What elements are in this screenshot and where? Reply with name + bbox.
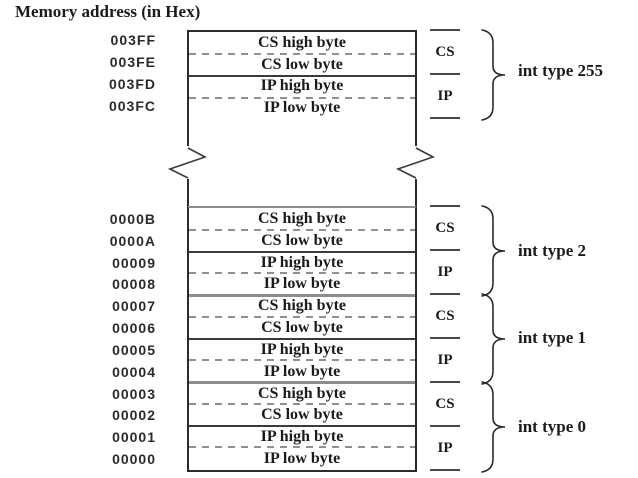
register-tick-line	[430, 117, 460, 119]
register-label: IP	[437, 88, 453, 104]
address-label: 003FD	[108, 76, 156, 92]
memory-cell: CS low byte	[261, 55, 343, 73]
int-type-label: int type 1	[518, 328, 586, 347]
address-label: 00007	[112, 298, 156, 314]
memory-cell: IP low byte	[263, 275, 341, 293]
memory-cell: IP low byte	[263, 450, 341, 468]
register-tick-line	[430, 29, 460, 31]
table-side-line	[187, 119, 189, 146]
address-label: 003FC	[108, 98, 156, 114]
int-type-label: int type 255	[518, 61, 603, 80]
register-label: IP	[437, 440, 453, 456]
register-tick-line	[430, 425, 460, 427]
byte-divider-dashed	[189, 97, 415, 99]
memory-cell: CS high byte	[257, 297, 347, 315]
address-label: 00000	[112, 451, 156, 467]
register-label: IP	[437, 264, 453, 280]
memory-cell: IP high byte	[260, 340, 344, 358]
int-type-label: int type 0	[518, 417, 586, 436]
word-divider-solid	[189, 75, 415, 77]
vector-table-top-section: CS high byte CS low byte IP high byte IP…	[187, 30, 417, 119]
address-label: 0000A	[109, 233, 156, 249]
brace-icon	[481, 293, 506, 385]
memory-cell: CS high byte	[257, 209, 347, 227]
break-zigzag-icon	[167, 147, 208, 179]
byte-divider-dashed	[189, 53, 415, 55]
register-label: CS	[435, 44, 455, 60]
register-tick-line	[430, 381, 460, 383]
vector-table-lower-section: CS high byte CS low byte IP high byte IP…	[187, 206, 417, 472]
address-label: 00005	[112, 342, 156, 358]
memory-cell: IP low byte	[263, 99, 341, 117]
register-label: IP	[437, 352, 453, 368]
byte-divider-dashed	[189, 272, 415, 274]
brace-icon	[481, 29, 506, 121]
memory-cell: IP high byte	[260, 428, 344, 446]
byte-divider-dashed	[189, 446, 415, 448]
address-label: 00004	[112, 364, 156, 380]
brace-icon	[481, 381, 506, 473]
register-tick-line	[430, 293, 460, 295]
brace-icon	[481, 205, 506, 297]
table-side-line	[187, 179, 189, 206]
table-side-line	[415, 179, 417, 206]
register-tick-line	[430, 337, 460, 339]
byte-divider-dashed	[189, 229, 415, 231]
register-label: CS	[435, 396, 455, 412]
memory-cell: CS high byte	[257, 33, 347, 51]
register-tick-line	[430, 73, 460, 75]
address-label: 00008	[112, 276, 156, 292]
register-tick-line	[430, 205, 460, 207]
memory-cell: CS low byte	[261, 319, 343, 337]
table-side-line	[415, 119, 417, 146]
memory-cell: IP low byte	[263, 362, 341, 380]
word-divider-solid	[189, 251, 415, 253]
byte-divider-dashed	[189, 403, 415, 405]
vector-boundary-divider	[189, 294, 415, 297]
register-label: CS	[435, 308, 455, 324]
word-divider-solid	[189, 425, 415, 427]
byte-divider-dashed	[189, 359, 415, 361]
address-label: 00003	[112, 386, 156, 402]
word-divider-solid	[189, 338, 415, 340]
register-label: CS	[435, 220, 455, 236]
address-label: 00006	[112, 320, 156, 336]
memory-cell: IP high byte	[260, 253, 344, 271]
int-type-label: int type 2	[518, 241, 586, 260]
memory-cell: IP high byte	[260, 77, 344, 95]
memory-cell: CS low byte	[261, 406, 343, 424]
address-label: 00009	[112, 255, 156, 271]
break-zigzag-icon	[395, 147, 436, 179]
address-label: 003FF	[110, 32, 156, 48]
memory-cell: CS low byte	[261, 231, 343, 249]
address-label: 003FE	[109, 54, 156, 70]
memory-cell: CS high byte	[257, 384, 347, 402]
page-title: Memory address (in Hex)	[15, 2, 201, 21]
byte-divider-dashed	[189, 316, 415, 318]
register-tick-line	[430, 469, 460, 471]
register-tick-line	[430, 249, 460, 251]
address-label: 0000B	[109, 211, 156, 227]
vector-boundary-divider	[189, 381, 415, 384]
address-label: 00001	[112, 429, 156, 445]
address-label: 00002	[112, 407, 156, 423]
